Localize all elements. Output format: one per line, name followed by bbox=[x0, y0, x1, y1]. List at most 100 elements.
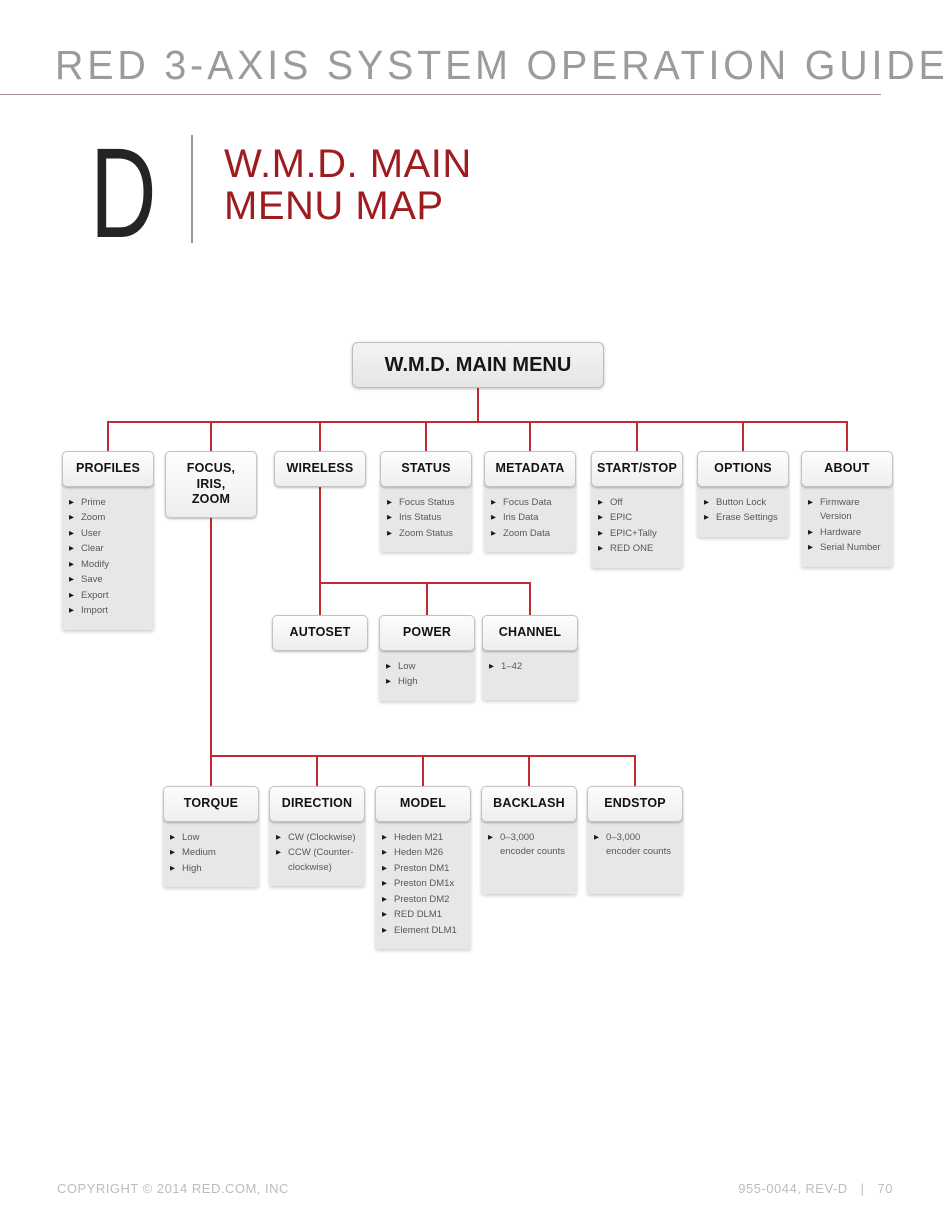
node-start-stop-label: START/STOP bbox=[596, 461, 677, 475]
triangle-bullet-icon: ▶ bbox=[170, 863, 175, 872]
triangle-bullet-icon: ▶ bbox=[491, 513, 496, 522]
list-item: ▶Focus Status bbox=[387, 496, 455, 508]
node-backlash-panel: ▶0–3,000 encoder counts bbox=[481, 814, 577, 894]
list-item: ▶Firmware Version bbox=[808, 496, 860, 523]
connector-line bbox=[316, 755, 318, 787]
node-torque-label: TORQUE bbox=[183, 796, 239, 810]
connector-line bbox=[477, 388, 479, 421]
triangle-bullet-icon: ▶ bbox=[488, 832, 493, 841]
header-rule-line bbox=[0, 94, 881, 95]
footer-copyright: COPYRIGHT © 2014 RED.COM, INC bbox=[57, 1181, 289, 1196]
triangle-bullet-icon: ▶ bbox=[386, 661, 391, 670]
node-start-stop: START/STOP ▶Off ▶EPIC ▶EPIC+Tally ▶RED O… bbox=[591, 451, 683, 568]
node-metadata-panel: ▶Focus Data ▶Iris Data ▶Zoom Data bbox=[484, 479, 576, 553]
node-status-panel: ▶Focus Status ▶Iris Status ▶Zoom Status bbox=[380, 479, 472, 553]
node-wireless: WIRELESS bbox=[274, 451, 366, 487]
triangle-bullet-icon: ▶ bbox=[382, 879, 387, 888]
triangle-bullet-icon: ▶ bbox=[69, 606, 74, 615]
node-channel-panel: ▶1–42 bbox=[482, 643, 578, 701]
node-options-label: OPTIONS bbox=[714, 461, 772, 475]
list-item: ▶Heden M26 bbox=[382, 847, 444, 859]
node-endstop-panel: ▶0–3,000 encoder counts bbox=[587, 814, 683, 894]
node-backlash-label: BACKLASH bbox=[493, 796, 565, 810]
connector-line bbox=[636, 421, 638, 453]
node-start-stop-panel: ▶Off ▶EPIC ▶EPIC+Tally ▶RED ONE bbox=[591, 479, 683, 568]
list-item: ▶Button Lock bbox=[704, 496, 767, 508]
node-model: MODEL ▶Heden M21 ▶Heden M26 ▶Preston DM1… bbox=[375, 786, 471, 950]
node-model-panel: ▶Heden M21 ▶Heden M26 ▶Preston DM1 ▶Pres… bbox=[375, 814, 471, 950]
connector-line bbox=[426, 582, 428, 616]
triangle-bullet-icon: ▶ bbox=[382, 848, 387, 857]
list-item-continuation: encoder counts bbox=[500, 846, 565, 858]
footer-page-number: 70 bbox=[877, 1181, 893, 1196]
node-backlash: BACKLASH ▶0–3,000 encoder counts bbox=[481, 786, 577, 894]
list-item: ▶Hardware bbox=[808, 526, 862, 538]
triangle-bullet-icon: ▶ bbox=[276, 832, 281, 841]
list-item: ▶0–3,000 bbox=[594, 831, 641, 843]
list-item: ▶Preston DM1x bbox=[382, 878, 455, 890]
fiz-label-line2: IRIS, bbox=[196, 476, 226, 491]
node-about-label: ABOUT bbox=[824, 461, 870, 475]
triangle-bullet-icon: ▶ bbox=[598, 497, 603, 506]
list-item: ▶Low bbox=[386, 660, 416, 672]
triangle-bullet-icon: ▶ bbox=[491, 497, 496, 506]
node-focus-iris-zoom-box: FOCUS, IRIS, ZOOM bbox=[165, 451, 257, 518]
chapter-title-line2: MENU MAP bbox=[224, 184, 444, 228]
triangle-bullet-icon: ▶ bbox=[489, 661, 494, 670]
triangle-bullet-icon: ▶ bbox=[276, 848, 281, 857]
list-item: ▶Medium bbox=[170, 847, 216, 859]
node-power-panel: ▶Low ▶High bbox=[379, 643, 475, 701]
node-power-box: POWER bbox=[379, 615, 475, 651]
node-endstop-label: ENDSTOP bbox=[604, 796, 666, 810]
list-item: ▶Zoom Status bbox=[387, 527, 453, 539]
node-metadata-box: METADATA bbox=[484, 451, 576, 487]
triangle-bullet-icon: ▶ bbox=[387, 497, 392, 506]
list-item: ▶Export bbox=[69, 589, 109, 601]
node-about-box: ABOUT bbox=[801, 451, 893, 487]
node-model-label: MODEL bbox=[399, 796, 447, 810]
node-model-box: MODEL bbox=[375, 786, 471, 822]
node-autoset-box: AUTOSET bbox=[272, 615, 368, 651]
node-endstop-box: ENDSTOP bbox=[587, 786, 683, 822]
chapter-title: W.M.D. MAIN MENU MAP bbox=[224, 143, 472, 227]
footer-doc-info: 955-0044, REV-D|70 bbox=[738, 1181, 893, 1196]
connector-line bbox=[107, 421, 109, 453]
list-item: ▶EPIC+Tally bbox=[598, 527, 657, 539]
list-item: ▶Low bbox=[170, 831, 200, 843]
triangle-bullet-icon: ▶ bbox=[808, 543, 813, 552]
triangle-bullet-icon: ▶ bbox=[387, 513, 392, 522]
list-item: ▶RED ONE bbox=[598, 543, 654, 555]
list-item: ▶Preston DM2 bbox=[382, 893, 450, 905]
triangle-bullet-icon: ▶ bbox=[382, 910, 387, 919]
triangle-bullet-icon: ▶ bbox=[170, 832, 175, 841]
connector-line bbox=[210, 755, 212, 787]
fiz-label-line1: FOCUS, bbox=[186, 461, 236, 475]
triangle-bullet-icon: ▶ bbox=[808, 497, 813, 506]
list-item: ▶CW (Clockwise) bbox=[276, 831, 356, 843]
list-item: ▶CCW (Counter-clockwise) bbox=[276, 847, 354, 873]
node-options: OPTIONS ▶Button Lock ▶Erase Settings bbox=[697, 451, 789, 537]
node-channel: CHANNEL ▶1–42 bbox=[482, 615, 578, 701]
triangle-bullet-icon: ▶ bbox=[491, 528, 496, 537]
list-item: ▶RED DLM1 bbox=[382, 909, 443, 921]
list-item: ▶Iris Status bbox=[387, 512, 442, 524]
node-channel-label: CHANNEL bbox=[498, 625, 562, 639]
list-item: ▶Erase Settings bbox=[704, 512, 778, 524]
triangle-bullet-icon: ▶ bbox=[170, 848, 175, 857]
connector-line bbox=[319, 421, 321, 453]
node-power: POWER ▶Low ▶High bbox=[379, 615, 475, 701]
connector-line bbox=[319, 582, 531, 584]
list-item: ▶User bbox=[69, 527, 102, 539]
connector-line bbox=[425, 421, 427, 453]
chapter-divider-line bbox=[191, 135, 193, 243]
connector-line bbox=[422, 755, 424, 787]
triangle-bullet-icon: ▶ bbox=[382, 925, 387, 934]
list-item: ▶High bbox=[386, 676, 418, 688]
node-metadata-label: METADATA bbox=[495, 461, 565, 475]
list-item: ▶0–3,000 bbox=[488, 831, 535, 843]
node-about: ABOUT ▶Firmware Version ▶Hardware ▶Seria… bbox=[801, 451, 893, 567]
list-item: ▶Preston DM1 bbox=[382, 862, 450, 874]
triangle-bullet-icon: ▶ bbox=[382, 863, 387, 872]
connector-line bbox=[319, 582, 321, 616]
triangle-bullet-icon: ▶ bbox=[382, 894, 387, 903]
